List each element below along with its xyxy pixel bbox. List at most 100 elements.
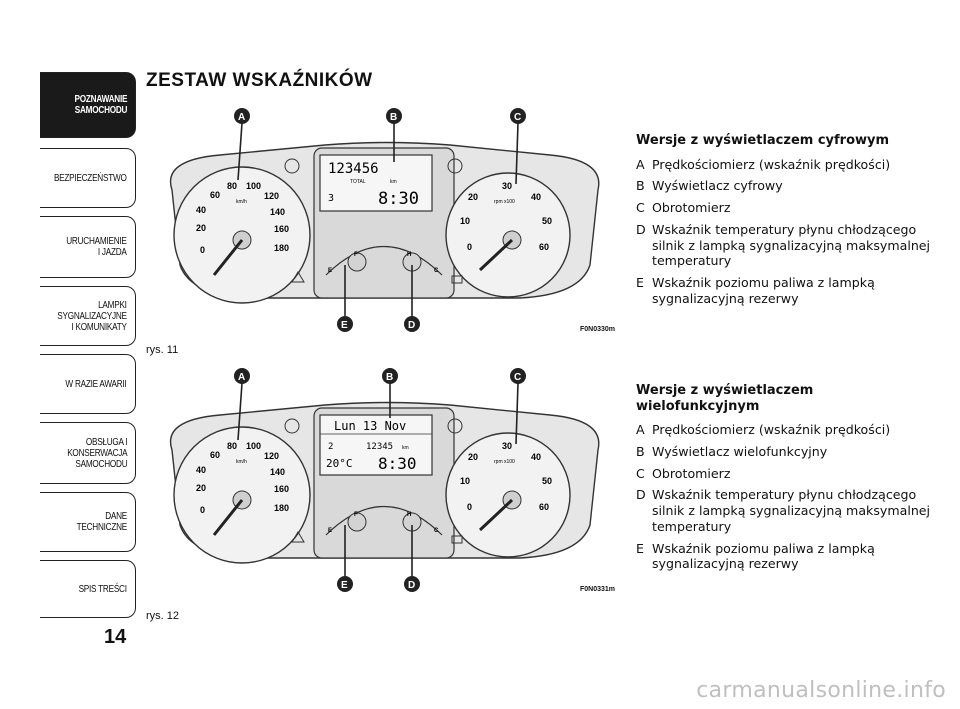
callout-label-c: C (514, 372, 521, 383)
fuel-empty-label: E (328, 268, 332, 274)
tab-label: BEZPIECZEŃSTWO (54, 172, 127, 184)
tab-obsluga-i-konserwacja[interactable]: OBSŁUGA I KONSERWACJA SAMOCHODU (40, 422, 136, 484)
page-title: ZESTAW WSKAŹNIKÓW (146, 70, 373, 91)
speed-tick: 120 (264, 451, 279, 461)
display-date: Lun 13 Nov (334, 419, 406, 433)
rpm-tick: 60 (539, 242, 549, 252)
temp-cold-label: C (434, 528, 439, 534)
tab-lampki-sygnalizacyjne[interactable]: LAMPKI SYGNALIZACYJNE I KOMUNIKATY (40, 286, 136, 346)
item-text: Obrotomierz (652, 200, 731, 216)
callout-label-d: D (408, 320, 415, 331)
fuel-full-label: F (354, 512, 358, 518)
tab-bezpieczenstwo[interactable]: BEZPIECZEŃSTWO (40, 148, 136, 208)
legend-item: E Wskaźnik poziomu paliwa z lampką sygnal… (636, 541, 936, 572)
item-text: Obrotomierz (652, 465, 731, 481)
item-text: Wskaźnik temperatury płynu chłodzącego s… (652, 221, 931, 269)
speed-tick: 20 (196, 483, 206, 493)
rpm-tick: 30 (502, 181, 512, 191)
tab-label: POZNAWANIE SAMOCHODU (74, 94, 127, 116)
item-text: Prędkościomierz (wskaźnik prędkości) (652, 156, 891, 172)
speed-tick: 60 (210, 190, 220, 200)
item-letter: E (636, 540, 644, 556)
speed-tick: 40 (196, 205, 206, 215)
speed-tick: 160 (274, 484, 289, 494)
item-text: Wskaźnik poziomu paliwa z lampką sygnali… (652, 275, 875, 306)
temp-hot-label: H (407, 512, 411, 518)
rpm-tick: 50 (542, 476, 552, 486)
item-letter: C (636, 465, 645, 481)
rpm-tick: 60 (539, 502, 549, 512)
instrument-cluster-figure-multifunction: 0 20 40 60 80 100 120 140 160 180 km/h 0… (169, 368, 600, 592)
legend-item: B Wyświetlacz cyfrowy (636, 178, 936, 194)
speed-tick: 80 (227, 441, 237, 451)
display-temperature: 20°C (326, 457, 353, 470)
tab-dane-techniczne[interactable]: DANE TECHNICZNE (40, 492, 136, 552)
instrument-cluster-figure-digital: 0 20 40 60 80 100 120 140 160 180 km/h 0… (169, 108, 600, 332)
callouts (234, 368, 526, 592)
callout-label-e: E (341, 320, 348, 331)
callout-label-a: A (238, 372, 245, 383)
item-letter: B (636, 178, 645, 194)
speed-tick: 60 (210, 450, 220, 460)
display-gear: 3 (328, 193, 334, 204)
legend-item: A Prędkościomierz (wskaźnik prędkości) (636, 422, 936, 438)
speed-tick: 120 (264, 191, 279, 201)
legend-item: C Obrotomierz (636, 466, 936, 482)
display-km-label: km (402, 445, 409, 451)
display-total-label: TOTAL (350, 179, 366, 185)
rpm-unit: rpm x100 (494, 199, 515, 205)
display-gear: 2 (328, 442, 333, 452)
speed-tick: 180 (274, 243, 289, 253)
figure-caption: rys. 11 (146, 344, 179, 356)
callouts (234, 108, 526, 332)
speed-tick: 20 (196, 223, 206, 233)
legend-multifunction: Wersje z wyświetlaczem wielofunkcyjnym A… (636, 383, 936, 578)
rpm-tick: 20 (468, 192, 478, 202)
rpm-tick: 50 (542, 216, 552, 226)
item-text: Prędkościomierz (wskaźnik prędkości) (652, 422, 891, 438)
speed-tick: 160 (274, 224, 289, 234)
fuel-empty-label: E (328, 528, 332, 534)
speed-tick: 100 (246, 441, 261, 451)
callout-label-d: D (408, 580, 415, 591)
rpm-tick: 10 (460, 476, 470, 486)
rpm-tick: 0 (467, 502, 472, 512)
tab-uruchamienie-i-jazda[interactable]: URUCHAMIENIE I JAZDA (40, 216, 136, 278)
display-km-label: km (390, 179, 397, 185)
speed-unit: km/h (236, 199, 247, 205)
callout-label-b: B (390, 112, 397, 123)
item-letter: D (636, 221, 646, 237)
item-text: Wyświetlacz cyfrowy (652, 178, 783, 194)
item-text: Wskaźnik poziomu paliwa z lampką sygnali… (652, 540, 875, 572)
temp-cold-label: C (434, 268, 439, 274)
speed-tick: 0 (200, 245, 205, 255)
speed-tick: 80 (227, 181, 237, 191)
item-letter: A (636, 422, 645, 438)
callout-label-c: C (514, 112, 521, 123)
fuel-full-label: F (354, 252, 358, 258)
legend-item: E Wskaźnik poziomu paliwa z lampką sygnal… (636, 275, 936, 306)
callout-label-b: B (386, 372, 393, 383)
tab-label: URUCHAMIENIE I JAZDA (66, 236, 128, 258)
tab-poznawanie-samochodu[interactable]: POZNAWANIE SAMOCHODU (40, 72, 136, 138)
section-heading: Wersje z wyświetlaczem cyfrowym (636, 133, 890, 148)
rpm-unit: rpm x100 (494, 459, 515, 465)
item-letter: E (636, 275, 644, 290)
speed-unit: km/h (236, 459, 247, 465)
display-odometer: 12345 (366, 442, 393, 452)
rpm-tick: 20 (468, 452, 478, 462)
rpm-tick: 40 (531, 192, 541, 202)
legend-item: D Wskaźnik temperatury płynu chłodzącego … (636, 222, 936, 269)
display-odometer: 123456 (328, 161, 379, 177)
page-number: 14 (104, 626, 127, 648)
tab-w-razie-awarii[interactable]: W RAZIE AWARII (40, 354, 136, 414)
callout-label-a: A (238, 112, 245, 123)
item-text: Wyświetlacz wielofunkcyjny (652, 443, 828, 459)
tab-spis-tresci[interactable]: SPIS TREŚCI (40, 560, 136, 618)
speed-tick: 100 (246, 181, 261, 191)
item-letter: D (636, 487, 646, 503)
